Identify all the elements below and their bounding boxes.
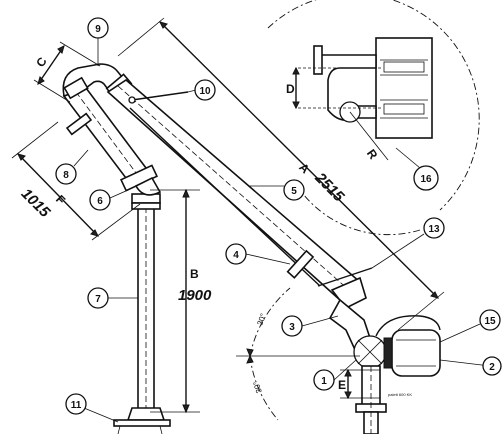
callout-5: 5	[283, 179, 305, 201]
callout-8: 8	[55, 163, 77, 185]
svg-text:15: 15	[484, 316, 496, 327]
angle-lower-label: 30°	[251, 380, 264, 394]
inset-boundary-arc	[267, 0, 480, 211]
dim-b-value: 1900	[178, 287, 212, 304]
handle-10	[131, 91, 189, 101]
angle-arcs: 30° 30°	[236, 287, 360, 421]
svg-text:16: 16	[420, 174, 432, 185]
callout-9: 9	[87, 17, 109, 39]
dim-f-line	[17, 153, 99, 237]
svg-text:3: 3	[289, 322, 295, 333]
dim-a-label: A	[296, 160, 312, 176]
dim-r-label: R	[364, 147, 381, 162]
leaders	[73, 38, 491, 423]
dim-d-label: D	[286, 82, 295, 96]
dim-c-line	[37, 45, 65, 85]
svg-text:4: 4	[233, 250, 239, 261]
dim-e-label: E	[338, 378, 346, 392]
dim-b-label: B	[190, 267, 199, 281]
callouts: 9 10 8 6 5 7 4 13	[55, 17, 502, 415]
dim-a-value: 2515	[311, 169, 348, 206]
outer-arm-flange	[65, 112, 93, 136]
column-base-plate	[113, 419, 171, 427]
callout-7: 7	[87, 287, 109, 309]
svg-text:10: 10	[199, 86, 211, 97]
vertical-column	[113, 193, 171, 434]
inset-flange	[313, 45, 323, 75]
callout-6: 6	[89, 189, 111, 211]
callout-15: 15	[479, 309, 501, 331]
inset-boundary-arc-lower	[299, 189, 421, 236]
svg-text:2: 2	[489, 362, 495, 373]
callout-1: 1	[313, 369, 335, 391]
callout-11: 11	[65, 393, 87, 415]
dim-c-label: C	[33, 54, 50, 69]
inner-arm-flange	[286, 249, 315, 279]
counterweight-bracket	[383, 337, 393, 369]
svg-text:6: 6	[97, 196, 103, 207]
callout-13: 13	[423, 217, 445, 239]
inboard-assembly: palett 600 KK	[328, 298, 441, 434]
dim-f-label: F	[53, 192, 68, 207]
column-base	[126, 407, 166, 421]
svg-text:8: 8	[63, 170, 69, 181]
dim-a-line	[159, 21, 439, 299]
callout-10: 10	[194, 79, 216, 101]
detail-inset: D R	[267, 0, 480, 236]
svg-text:13: 13	[428, 224, 440, 235]
handle-13	[317, 267, 373, 287]
svg-text:9: 9	[95, 24, 101, 35]
callout-4: 4	[225, 243, 247, 265]
angle-upper-label: 30°	[255, 312, 268, 326]
svg-text:11: 11	[71, 400, 82, 411]
svg-text:1: 1	[321, 376, 327, 387]
balance-rod	[129, 107, 321, 287]
callout-3: 3	[281, 315, 303, 337]
svg-text:7: 7	[95, 294, 101, 305]
inset-mount-plate	[375, 37, 433, 139]
dim-f-value: 1015	[18, 185, 54, 221]
svg-text:5: 5	[291, 186, 297, 197]
callout-16: 16	[413, 165, 439, 191]
counterweight-15	[391, 329, 441, 377]
tag-label: palett 600 KK	[388, 392, 412, 397]
callout-2: 2	[482, 356, 502, 376]
